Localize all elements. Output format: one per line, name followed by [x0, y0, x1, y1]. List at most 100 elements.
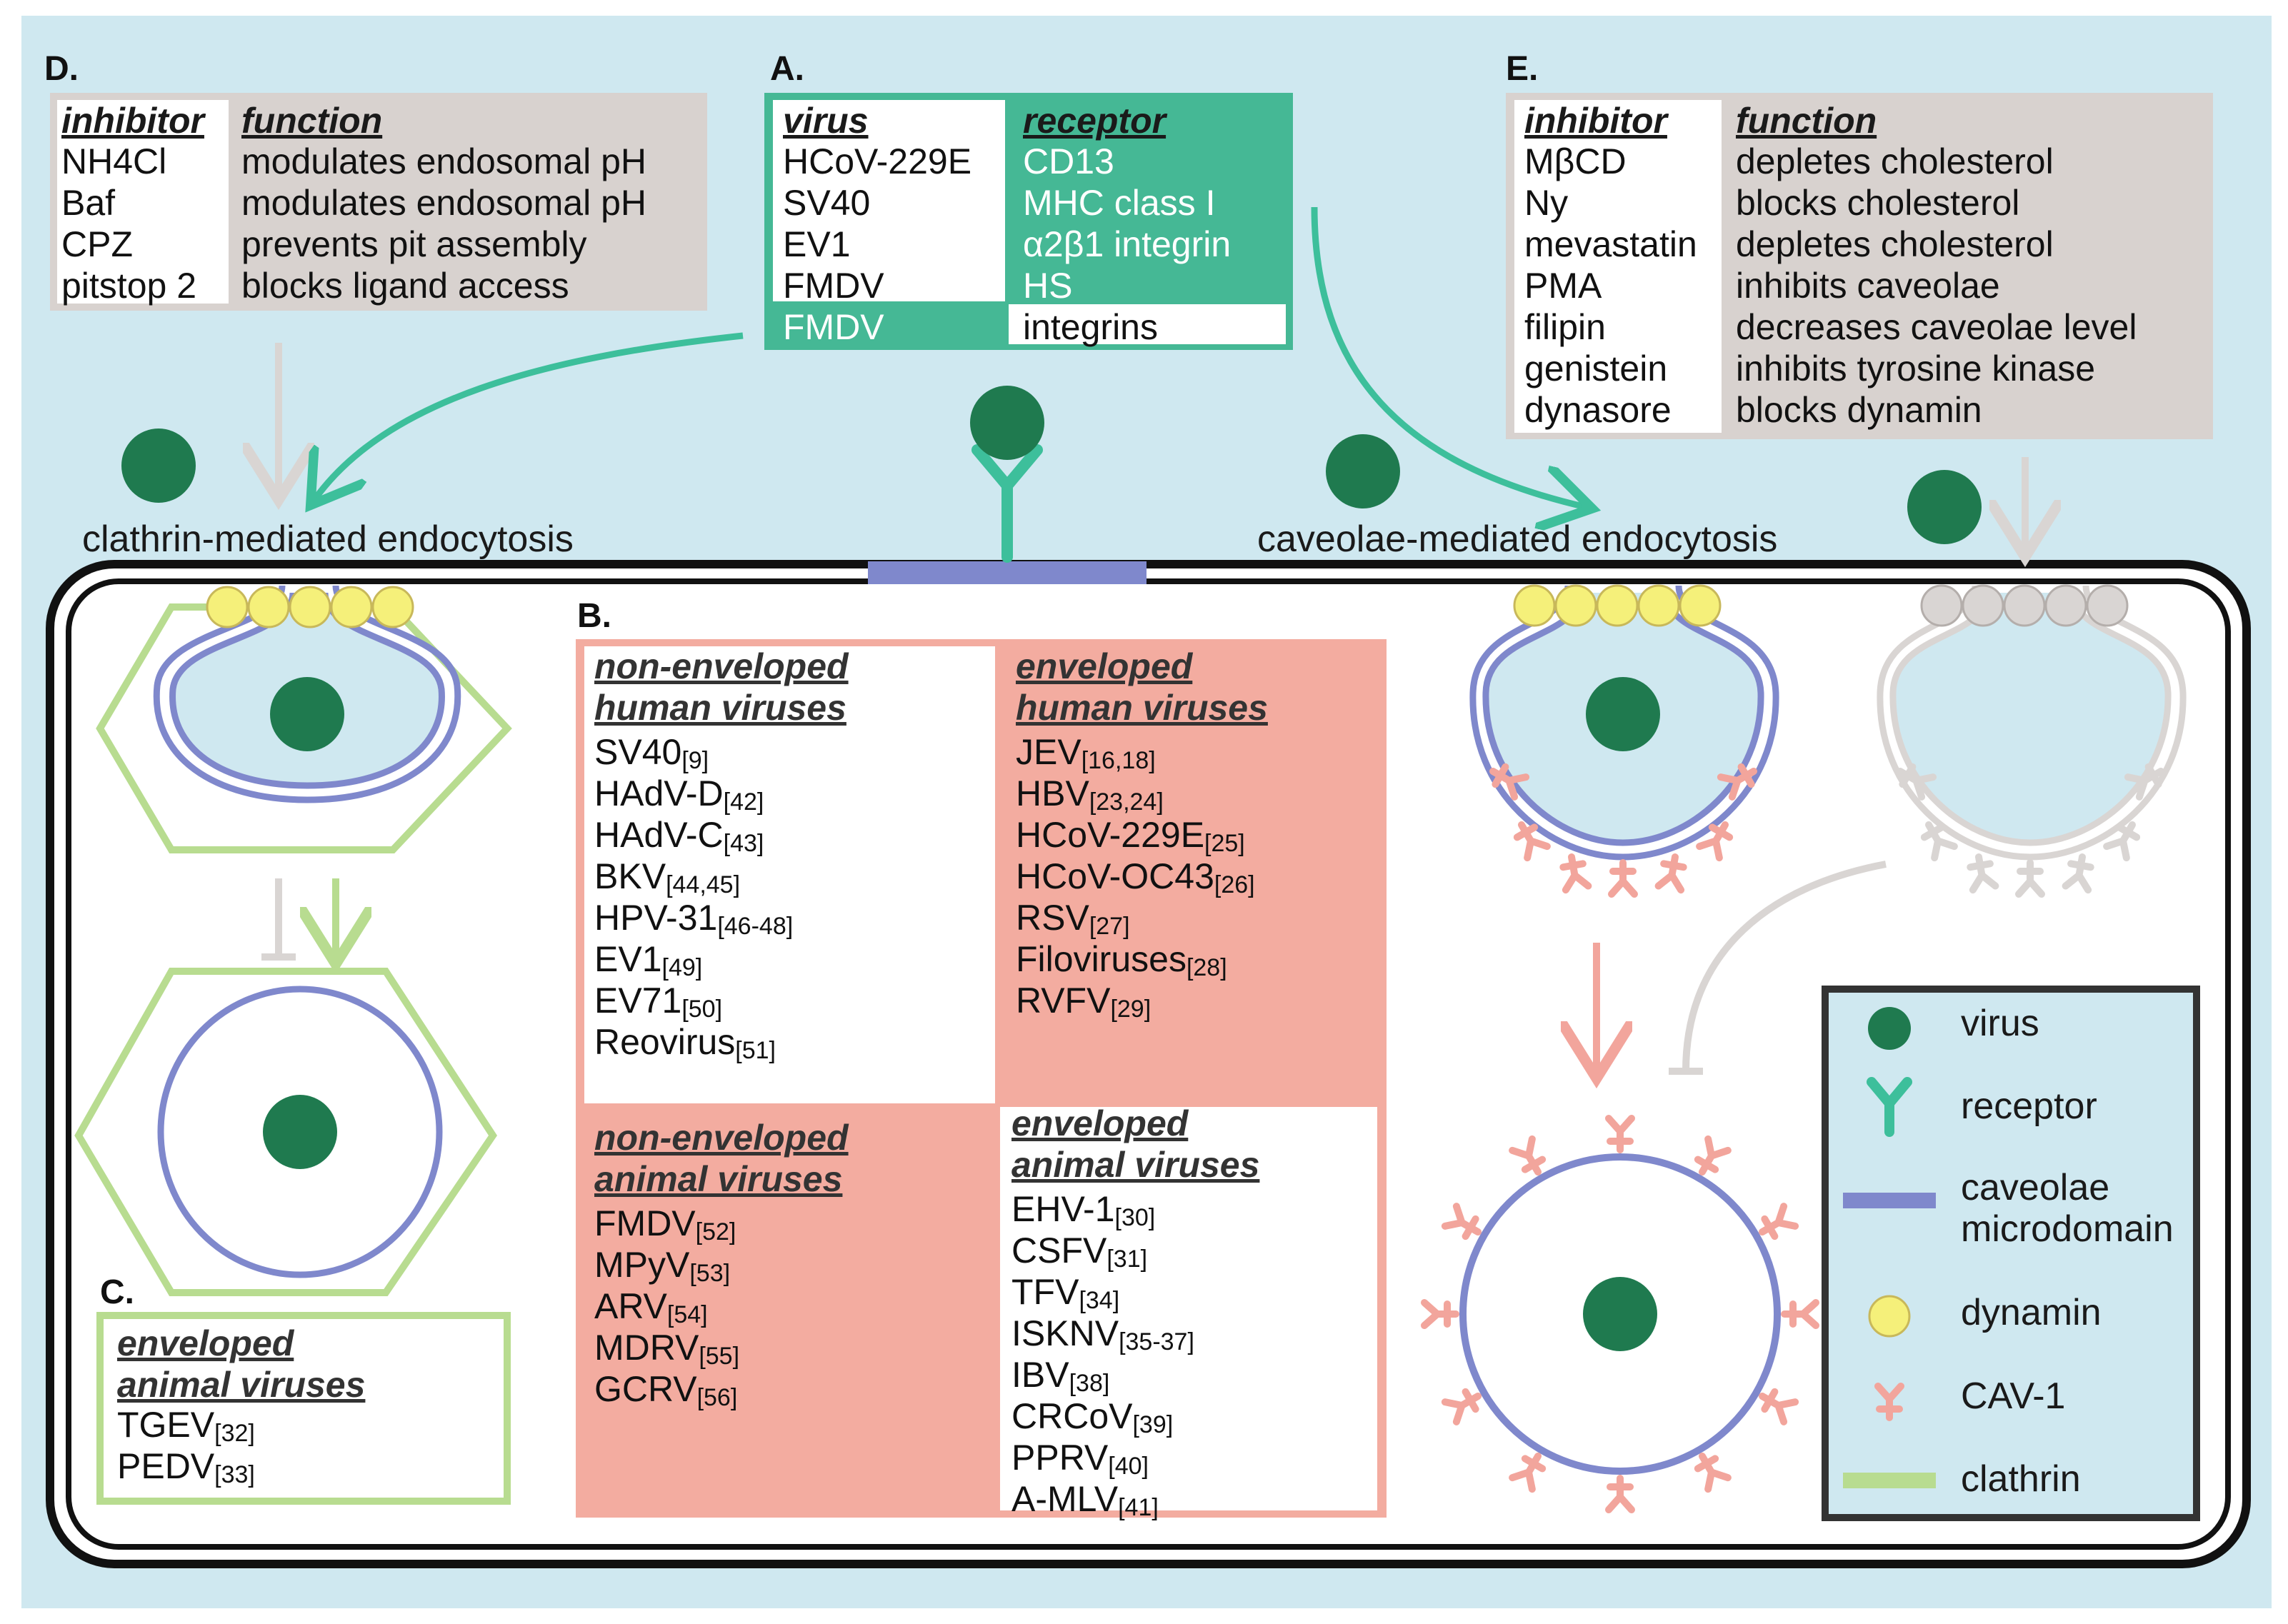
panel-b-virus-entry-virus: EV1: [594, 939, 662, 979]
panel-e-function: decreases caveolae level: [1736, 307, 2137, 347]
panel-b-virus-entry-ref: [56]: [697, 1384, 738, 1411]
panel-b-virus-entry: HBV[23,24]: [1016, 773, 1164, 816]
panel-a-virus: FMDV: [783, 266, 884, 306]
panel-b-virus-entry-ref: [31]: [1106, 1245, 1147, 1273]
legend-dynamin-swatch: [1868, 1295, 1911, 1338]
panel-b-virus-entry-ref: [41]: [1118, 1494, 1159, 1521]
legend-virus-swatch: [1868, 1007, 1911, 1050]
panel-a-receptor: CD13: [1023, 141, 1114, 181]
label-a: A.: [770, 50, 804, 88]
panel-b-virus-entry-virus: CRCoV: [1011, 1396, 1133, 1436]
panel-b-virus-entry-virus: GCRV: [594, 1369, 697, 1409]
panel-a-header-virus: virus: [783, 101, 869, 141]
panel-b-virus-entry: HAdV-C[43]: [594, 815, 764, 857]
panel-e-function: blocks dynamin: [1736, 390, 1982, 430]
panel-b-virus-entry-ref: [38]: [1069, 1370, 1110, 1397]
panel-b-virus-entry-virus: ISKNV: [1011, 1313, 1119, 1353]
panel-b-virus-entry: RSV[27]: [1016, 898, 1130, 940]
panel-a-receptor: MHC class I: [1023, 183, 1215, 223]
panel-b-virus-entry-ref: [46-48]: [717, 913, 793, 940]
panel-b-quadrant-title: animal viruses: [1011, 1145, 1259, 1185]
legend-cav1-label: CAV-1: [1961, 1375, 2065, 1417]
panel-b-virus-entry: IBV[38]: [1011, 1355, 1109, 1397]
panel-b-virus-entry-ref: [50]: [681, 996, 722, 1023]
panel-b-virus-entry-ref: [30]: [1115, 1204, 1156, 1231]
panel-a-receptor: α2β1 integrin: [1023, 224, 1231, 264]
panel-b-virus-entry-virus: RVFV: [1016, 981, 1111, 1021]
panel-c-virus-entry-ref: [32]: [214, 1420, 255, 1447]
panel-d-inhibitor: pitstop 2: [61, 266, 196, 306]
clathrin-pathway-label: clathrin-mediated endocytosis: [82, 518, 574, 560]
panel-a-virus: HCoV-229E: [783, 141, 971, 181]
panel-e-header-function: function: [1736, 101, 1877, 141]
panel-b-virus-entry: PPRV[40]: [1011, 1438, 1149, 1480]
panel-b-virus-entry-virus: ARV: [594, 1286, 668, 1326]
label-d: D.: [44, 50, 79, 88]
panel-b-virus-entry-virus: MPyV: [594, 1245, 690, 1285]
panel-b-quadrant-title: enveloped: [1011, 1103, 1189, 1143]
panel-e-inhibitor: PMA: [1524, 266, 1602, 306]
panel-a-receptor: integrins: [1023, 307, 1158, 347]
panel-b-quadrant-title: enveloped: [1016, 646, 1194, 686]
legend-clathrin-swatch: [1843, 1473, 1936, 1488]
panel-b-virus-entry-virus: MDRV: [594, 1328, 699, 1368]
panel-b-virus-entry-virus: HBV: [1016, 773, 1089, 813]
legend: virus receptor caveolae microdomain dyna…: [1822, 986, 2200, 1521]
caveola-pit: [1469, 584, 1779, 894]
panel-b-quadrant-title: animal viruses: [594, 1159, 842, 1199]
panel-b-virus-entry-virus: HAdV-D: [594, 773, 724, 813]
panel-e-function: depletes cholesterol: [1736, 224, 2054, 264]
panel-b-virus-entry-virus: Filoviruses: [1016, 939, 1187, 979]
panel-b-virus-entry: JEV[16,18]: [1016, 732, 1156, 774]
panel-e-header-inhibitor: inhibitor: [1524, 101, 1669, 141]
panel-b-virus-entry-virus: EV71: [594, 981, 681, 1021]
panel-e-table: inhibitor function MβCD depletes choleste…: [1506, 93, 2213, 439]
label-c: C.: [100, 1273, 134, 1311]
panel-b-virus-entry-ref: [34]: [1079, 1287, 1119, 1314]
panel-b-virus-entry: Filoviruses[28]: [1016, 939, 1227, 981]
receptor-arrow-caveolae: [1311, 206, 1586, 507]
panel-d-function: modulates endosomal pH: [241, 183, 646, 223]
panel-e-function: depletes cholesterol: [1736, 141, 2054, 181]
panel-b-virus-entry-virus: SV40: [594, 732, 681, 772]
receptor-virus-complex: [970, 386, 1044, 563]
panel-b-virus-entry: CRCoV[39]: [1011, 1396, 1173, 1438]
panel-a-header-receptor: receptor: [1023, 101, 1168, 141]
panel-b-virus-entry-virus: EHV-1: [1011, 1189, 1115, 1229]
legend-microdomain-label-1: caveolae: [1961, 1167, 2109, 1208]
panel-b-virus-entry-ref: [29]: [1110, 996, 1151, 1023]
panel-b-virus-entry: HAdV-D[42]: [594, 773, 764, 816]
panel-e-inhibitor: filipin: [1524, 307, 1606, 347]
legend-virus-label: virus: [1961, 1003, 2039, 1044]
inhibition-line-caveolae: [1669, 861, 1887, 1075]
panel-e-inhibitor: Ny: [1524, 183, 1568, 223]
panel-b-virus-entry: BKV[44,45]: [594, 856, 740, 898]
panel-b-virus-entry-virus: RSV: [1016, 898, 1089, 938]
panel-d-header-function: function: [241, 101, 382, 141]
legend-receptor-label: receptor: [1961, 1086, 2097, 1127]
panel-d-function: prevents pit assembly: [241, 224, 587, 264]
panel-b-virus-entry-virus: HCoV-OC43: [1016, 856, 1214, 896]
panel-b-virus-entry: RVFV[29]: [1016, 981, 1151, 1023]
panel-d-inhibitor: NH4Cl: [61, 141, 166, 181]
panel-e-inhibitor: MβCD: [1524, 141, 1627, 181]
panel-b-virus-entry-virus: Reovirus: [594, 1022, 735, 1062]
legend-microdomain-label-2: microdomain: [1961, 1208, 2174, 1250]
panel-b-virus-entry-virus: PPRV: [1011, 1438, 1109, 1478]
panel-e-function: blocks cholesterol: [1736, 183, 2019, 223]
panel-b-virus-entry-ref: [35-37]: [1119, 1328, 1194, 1355]
panel-b-virus-entry: CSFV[31]: [1011, 1230, 1147, 1273]
legend-microdomain-swatch: [1843, 1193, 1936, 1208]
panel-b-virus-entry: EV1[49]: [594, 939, 702, 981]
panel-c-virus-entry-virus: PEDV: [117, 1446, 215, 1486]
panel-b-virus-entry: SV40[9]: [594, 732, 709, 774]
panel-b-virus-entry-ref: [40]: [1108, 1453, 1149, 1480]
panel-b-virus-entry-ref: [27]: [1089, 913, 1130, 940]
panel-b-virus-entry-virus: JEV: [1016, 732, 1081, 772]
panel-b-virus-entry: HCoV-OC43[26]: [1016, 856, 1255, 898]
panel-b-virus-entry-virus: HCoV-229E: [1016, 815, 1204, 855]
panel-b-virus-entry-virus: IBV: [1011, 1355, 1069, 1395]
